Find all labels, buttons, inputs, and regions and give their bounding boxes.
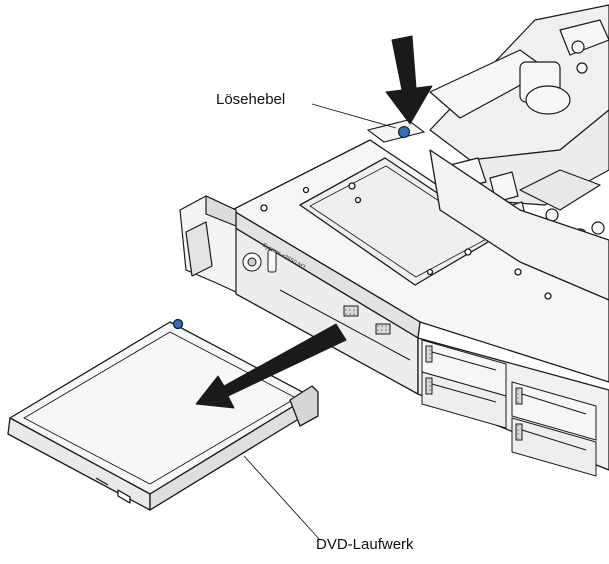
dvd-drive-leader: [243, 455, 321, 541]
drive-bays: [421, 339, 597, 477]
rack-handle: [179, 195, 237, 293]
pull-out-arrow-icon: [195, 323, 347, 409]
dvd-drive: [7, 318, 319, 511]
release-lever: [366, 119, 426, 143]
down-arrow-icon: [385, 35, 433, 125]
dvd-drive-label: DVD-Laufwerk: [316, 536, 414, 553]
release-lever-leader: [311, 103, 397, 129]
release-lever-label: Lösehebel: [216, 91, 286, 108]
